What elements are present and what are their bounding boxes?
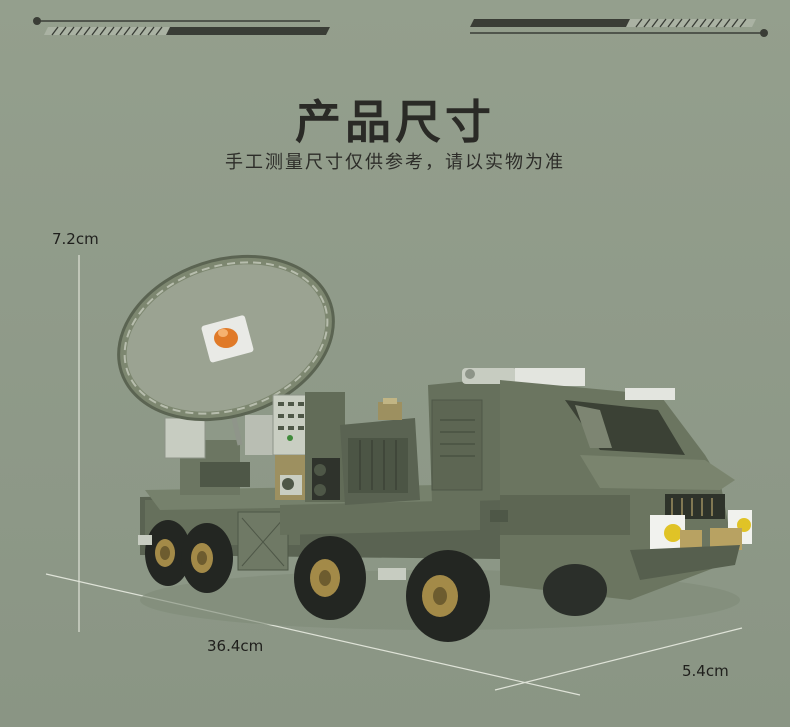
radar-dish xyxy=(117,254,335,446)
truck-wheels xyxy=(145,520,607,642)
page-subtitle: 手工测量尺寸仅供参考，请以实物为准 xyxy=(225,152,565,173)
page-title: 产品尺寸 xyxy=(295,95,495,149)
length-dimension-label: 36.4cm xyxy=(207,637,264,655)
width-dimension-label: 5.4cm xyxy=(682,662,729,680)
top-decoration xyxy=(33,17,768,37)
height-dimension-label: 7.2cm xyxy=(52,230,99,248)
